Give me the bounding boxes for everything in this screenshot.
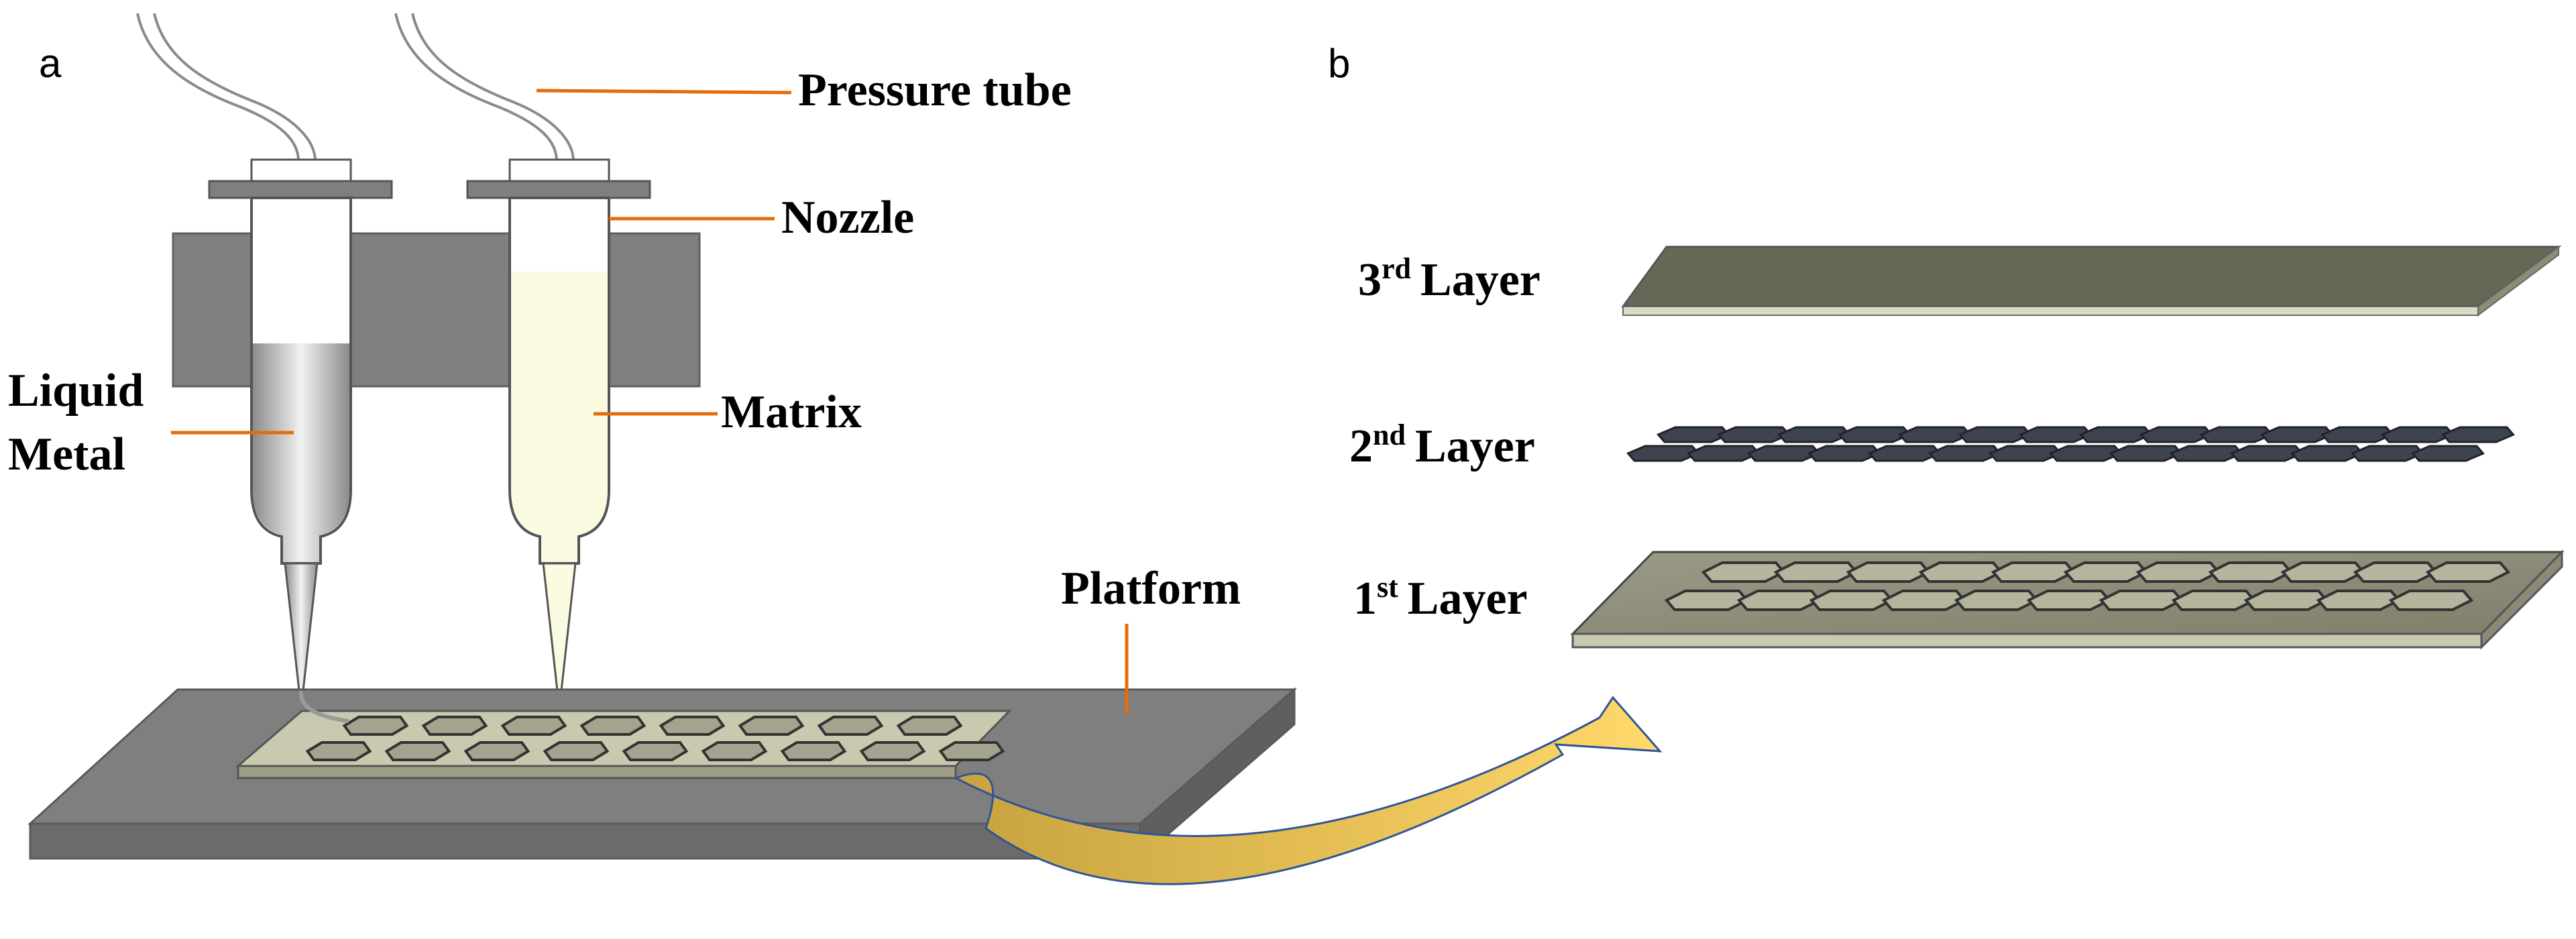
honeycomb-cell [1991,561,2076,583]
label-nozzle: Nozzle [781,192,914,243]
honeycomb-cell [1701,561,1787,583]
honeycomb-cell [2411,445,2485,462]
honeycomb-cell [2230,445,2304,462]
second-layer-conductor [1626,426,2515,462]
honeycomb-cell [543,741,610,761]
honeycomb-cell [2139,426,2213,443]
honeycomb-cell [1846,561,1931,583]
honeycomb-cell [622,741,689,761]
honeycomb-cell [579,716,647,736]
honeycomb-cell [2243,590,2329,611]
honeycomb-cell [2316,590,2402,611]
honeycomb-cell [2353,561,2439,583]
label-second-layer: 2nd Layer [1349,419,1535,472]
honeycomb-cell [1657,426,1730,443]
first-layer-superscript: st [1377,571,1398,604]
honeycomb-cell [2425,561,2511,583]
honeycomb-cell [896,716,963,736]
second-layer-word: Layer [1415,421,1535,472]
honeycomb-cell [2170,445,2243,462]
curved-arrow-icon [953,696,1663,885]
honeycomb-cell [1773,561,1859,583]
syringe-icon [466,158,651,692]
honeycomb-cell [1809,590,1895,611]
honeycomb-cell [780,741,847,761]
label-first-layer: 1st Layer [1353,571,1528,624]
panel-label-b: b [1328,41,1350,86]
honeycomb-cell [1747,445,1821,462]
third-layer-word: Layer [1420,254,1541,306]
honeycomb-cell [1958,426,2032,443]
honeycomb-cell [701,741,768,761]
second-layer-superscript: nd [1373,419,1406,451]
honeycomb-cell [2063,561,2149,583]
syringe-icon [208,158,393,692]
honeycomb-cell [1777,426,1851,443]
honeycomb-cell [2290,445,2364,462]
honeycomb-cell [2200,426,2274,443]
honeycomb-cell [2026,590,2112,611]
label-third-layer: 3rd Layer [1358,252,1541,306]
honeycomb-cell [2079,426,2153,443]
first-layer-plate [1570,549,2565,650]
honeycomb-cell [1736,590,1822,611]
honeycomb-cell [1626,445,1700,462]
honeycomb-cell [2351,445,2424,462]
label-liquid-metal-line1: Liquid [8,365,144,417]
honeycomb-cell [659,716,726,736]
third-layer-plate [1621,245,2562,317]
honeycomb-cell [2098,590,2184,611]
honeycomb-cell [2388,590,2474,611]
honeycomb-cell [2109,445,2183,462]
second-layer-number: 2 [1349,421,1373,472]
honeycomb-cell [2208,561,2294,583]
honeycomb-cell [500,716,567,736]
honeycomb-cell [1687,445,1760,462]
first-layer-number: 1 [1353,573,1377,624]
honeycomb-cell [1881,590,1967,611]
label-pressure-tube: Pressure tube [798,64,1072,116]
third-layer-superscript: rd [1382,252,1411,285]
honeycomb-cell [342,716,409,736]
first-layer-word: Layer [1408,573,1528,624]
honeycomb-cell [305,741,372,761]
honeycomb-cell [1868,445,1942,462]
honeycomb-cell [1717,426,1791,443]
honeycomb-cell [2280,561,2366,583]
honeycomb-cell [817,716,884,736]
honeycomb-cell [1989,445,2062,462]
honeycomb-cell [2049,445,2123,462]
honeycomb-cell [1664,590,1750,611]
honeycomb-cell [1898,426,1972,443]
panel-label-a: a [39,41,62,86]
honeycomb-cell [1807,445,1881,462]
honeycomb-cell [2441,426,2515,443]
honeycomb-cell [421,716,488,736]
pressure-tube-left [136,13,317,162]
honeycomb-cell [2171,590,2257,611]
honeycomb-cell [463,741,530,761]
pressure-tube-right [394,13,575,162]
honeycomb-cell [1928,445,2002,462]
honeycomb-cell [859,741,926,761]
printed-sample [235,690,1012,779]
honeycomb-cell [384,741,451,761]
honeycomb-cell [1918,561,2004,583]
honeycomb-cell [1954,590,2039,611]
honeycomb-cell [938,741,1005,761]
label-liquid-metal-line2: Metal [8,429,125,480]
honeycomb-cell [2135,561,2221,583]
honeycomb-cell [2019,426,2092,443]
honeycomb-cell [2381,426,2455,443]
honeycomb-cell [2260,426,2334,443]
honeycomb-cell [2320,426,2394,443]
honeycomb-cell [1838,426,1911,443]
third-layer-number: 3 [1358,254,1382,306]
honeycomb-cell [738,716,805,736]
label-platform: Platform [1061,563,1241,614]
label-matrix: Matrix [721,386,862,438]
pressure-tube-leader [536,89,792,95]
